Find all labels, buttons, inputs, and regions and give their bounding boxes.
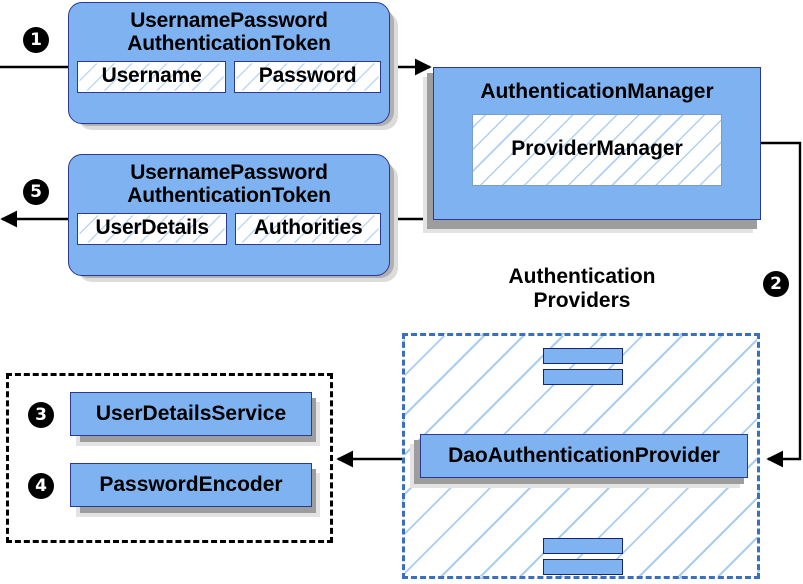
services-region <box>6 373 333 543</box>
step-bullet-2: 2 <box>763 271 789 297</box>
step-bullet-4: 4 <box>28 473 54 499</box>
request-token-field-password: Password <box>234 61 382 94</box>
response-token-field-authorities: Authorities <box>235 213 382 246</box>
request-token-title-line1: UsernamePassword <box>130 9 328 32</box>
step-bullet-1: 1 <box>23 27 49 53</box>
provider-stub-bottom-1 <box>543 538 623 554</box>
password-encoder-node[interactable]: PasswordEncoder <box>70 463 312 507</box>
provider-stub-top-1 <box>543 348 623 364</box>
authentication-manager-title: AuthenticationManager <box>480 80 714 103</box>
response-token-title-line1: UsernamePassword <box>130 161 328 184</box>
response-token-title-line2: AuthenticationToken <box>127 183 331 207</box>
dao-authentication-provider-label: DaoAuthenticationProvider <box>448 443 720 467</box>
request-token-fields: Username Password <box>69 61 389 94</box>
provider-manager-label: ProviderManager <box>511 137 683 161</box>
provider-stub-bottom-2 <box>543 559 623 575</box>
request-token-field-username: Username <box>77 61 227 94</box>
authentication-providers-caption-line2: Providers <box>533 288 631 312</box>
response-token-field-userdetails: UserDetails <box>77 213 228 246</box>
password-encoder-label: PasswordEncoder <box>99 472 283 496</box>
provider-stub-top-2 <box>543 369 623 385</box>
response-token-fields: UserDetails Authorities <box>69 213 389 246</box>
response-token-node[interactable]: UsernamePassword AuthenticationToken Use… <box>68 154 390 276</box>
dao-authentication-provider-node[interactable]: DaoAuthenticationProvider <box>420 434 748 478</box>
step-bullet-5: 5 <box>23 179 49 205</box>
user-details-service-label: UserDetailsService <box>95 401 287 425</box>
step-bullet-3: 3 <box>28 402 54 428</box>
authentication-providers-caption-line1: Authentication <box>508 265 656 288</box>
user-details-service-node[interactable]: UserDetailsService <box>70 392 312 436</box>
authentication-providers-caption: Authentication Providers <box>470 265 694 312</box>
request-token-title-line2: AuthenticationToken <box>127 31 331 55</box>
authentication-manager-node[interactable]: AuthenticationManager ProviderManager <box>433 67 761 220</box>
provider-manager-node[interactable]: ProviderManager <box>472 113 722 186</box>
arrow-manager-to-provider <box>760 141 802 468</box>
request-token-node[interactable]: UsernamePassword AuthenticationToken Use… <box>68 2 390 124</box>
